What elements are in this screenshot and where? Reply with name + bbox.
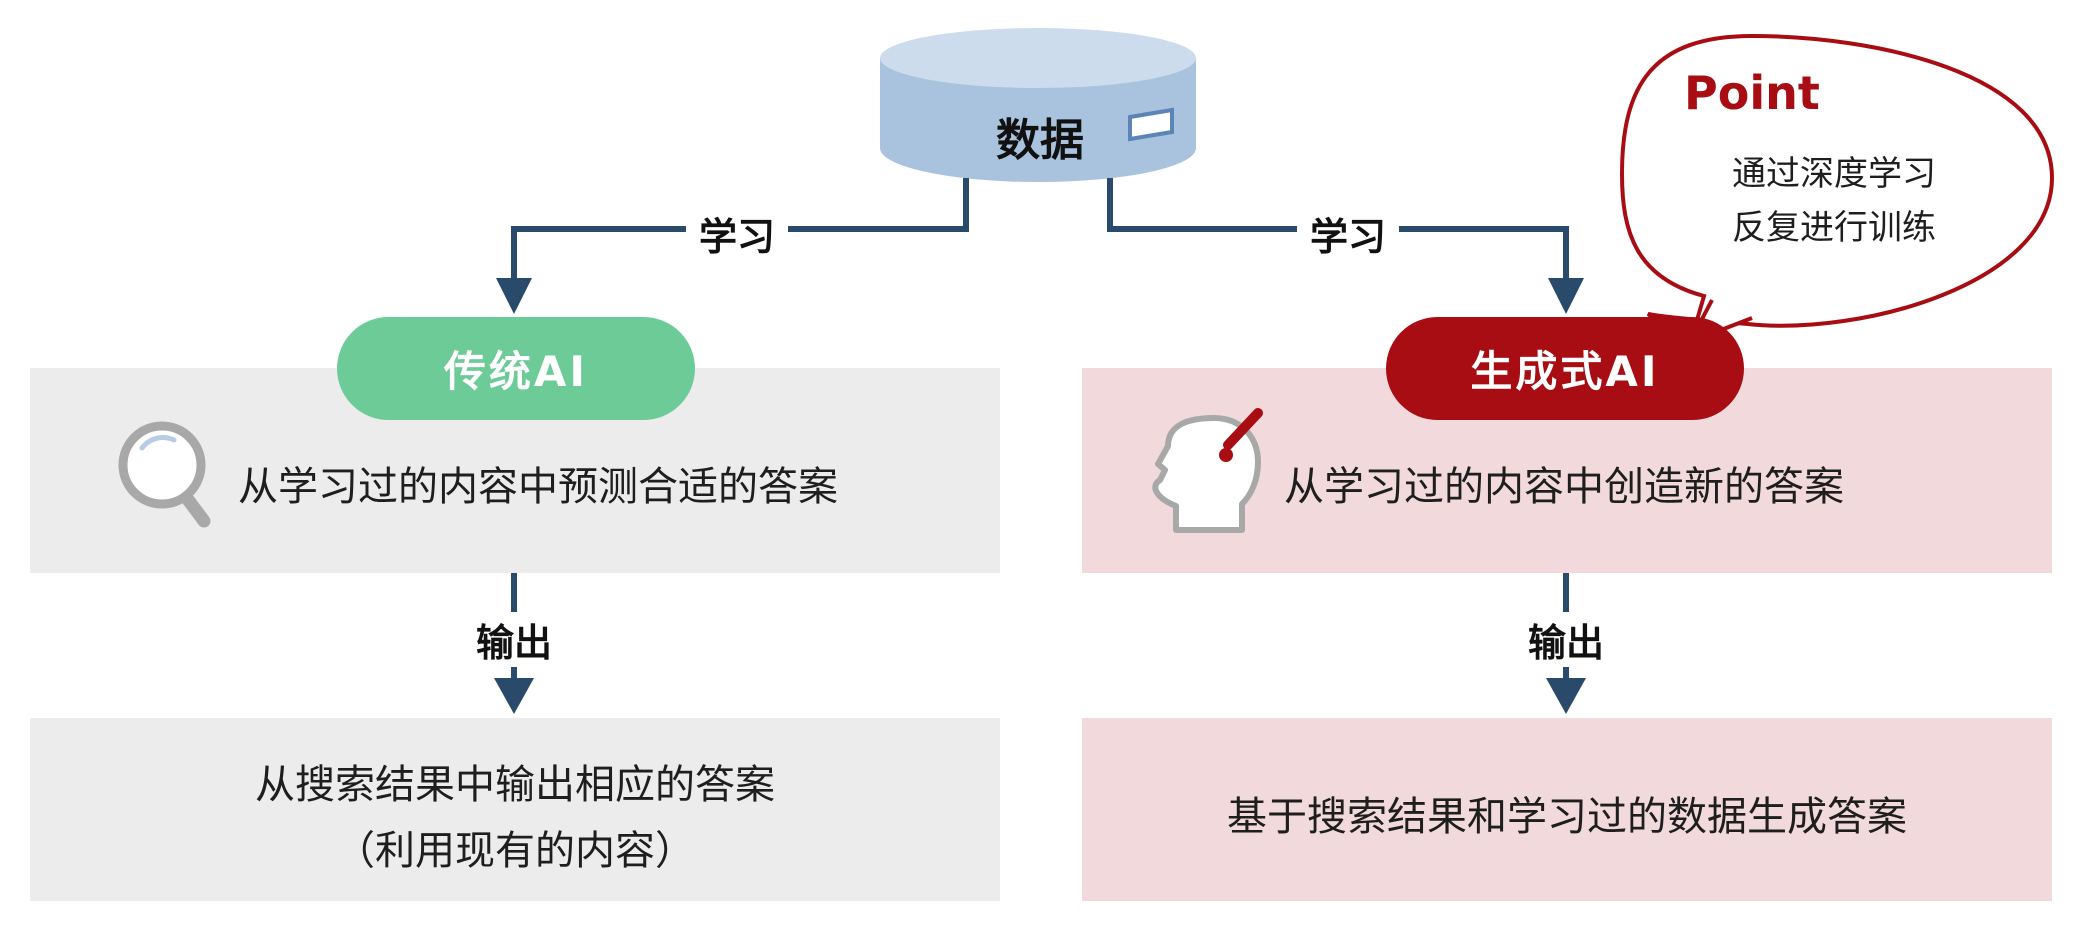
magnifier-icon	[118, 421, 211, 528]
arrowheads	[494, 278, 1586, 714]
traditional-output-line1: 从搜索结果中输出相应的答案	[255, 762, 775, 808]
output-label-right: 输出	[1512, 612, 1620, 667]
head-idea-icon	[1152, 408, 1263, 533]
traditional-output-line2: （利用现有的内容）	[335, 828, 695, 874]
generative-ai-pill: 生成式AI	[1386, 317, 1744, 420]
data-node-label: 数据	[996, 115, 1084, 166]
generative-output: 基于搜索结果和学习过的数据生成答案	[1227, 794, 1907, 840]
generative-description: 从学习过的内容中创造新的答案	[1284, 464, 1844, 510]
generative-output-panel	[1082, 718, 2052, 901]
point-heading: Point	[1684, 66, 1820, 120]
traditional-ai-pill: 传统AI	[337, 317, 695, 420]
learn-label-right: 学习	[1297, 206, 1399, 261]
point-line1: 通过深度学习	[1732, 154, 1936, 194]
learn-label-left: 学习	[686, 206, 788, 261]
learn-connectors	[511, 178, 1569, 682]
database-icon	[880, 28, 1196, 182]
output-label-left: 输出	[460, 612, 568, 667]
traditional-description: 从学习过的内容中预测合适的答案	[238, 464, 838, 510]
point-line2: 反复进行训练	[1732, 208, 1936, 248]
traditional-output-panel	[30, 718, 1000, 901]
